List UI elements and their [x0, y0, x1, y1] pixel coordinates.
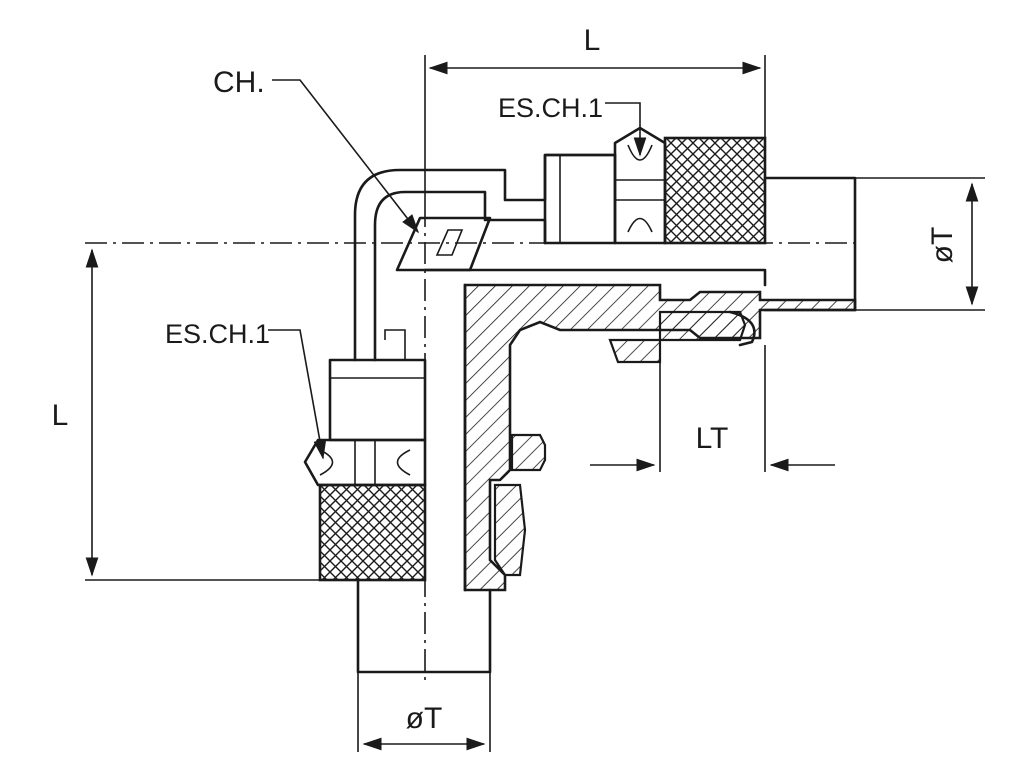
dimension-l-left: L [52, 248, 320, 581]
right-knurled-ring [663, 136, 767, 245]
lower-nut-section [510, 433, 547, 472]
right-collet-section [658, 310, 747, 342]
dimension-dia-bottom-label: øT [406, 702, 443, 735]
right-tube [763, 176, 857, 312]
hex-flat-inner [435, 229, 464, 256]
dimension-dia-bottom: øT [357, 672, 491, 752]
dimension-l-top: L [424, 24, 766, 205]
elbow-outer-contour [353, 153, 617, 362]
hex-flat-ch [395, 216, 492, 272]
left-arm-collar [328, 358, 427, 442]
dimension-l-left-label: L [52, 399, 69, 432]
bore-line [423, 268, 767, 287]
sectioned-body [423, 268, 857, 592]
dimension-lt: LT [590, 345, 835, 472]
lower-collet-section [493, 483, 527, 577]
right-arm-collar [543, 153, 617, 245]
body-step [384, 329, 406, 360]
right-nut-section [608, 338, 662, 364]
dimension-lt-label: LT [696, 422, 729, 455]
right-arm-outer [543, 126, 857, 312]
bottom-tube [356, 578, 492, 674]
dimension-l-top-label: L [584, 24, 601, 57]
left-hex-nut [303, 438, 427, 487]
leader-esch-top: ES.CH.1 [498, 93, 647, 157]
leader-esch-left: ES.CH.1 [165, 319, 327, 460]
ch-label: CH. [213, 66, 265, 99]
left-arm-outer [303, 358, 492, 674]
esch-top-label: ES.CH.1 [498, 93, 603, 123]
left-knurled-ring [318, 483, 427, 582]
esch-left-label: ES.CH.1 [165, 319, 270, 349]
dimension-dia-right: øT [855, 177, 985, 311]
leader-ch: CH. [213, 66, 419, 234]
dimension-dia-right-label: øT [926, 227, 959, 264]
